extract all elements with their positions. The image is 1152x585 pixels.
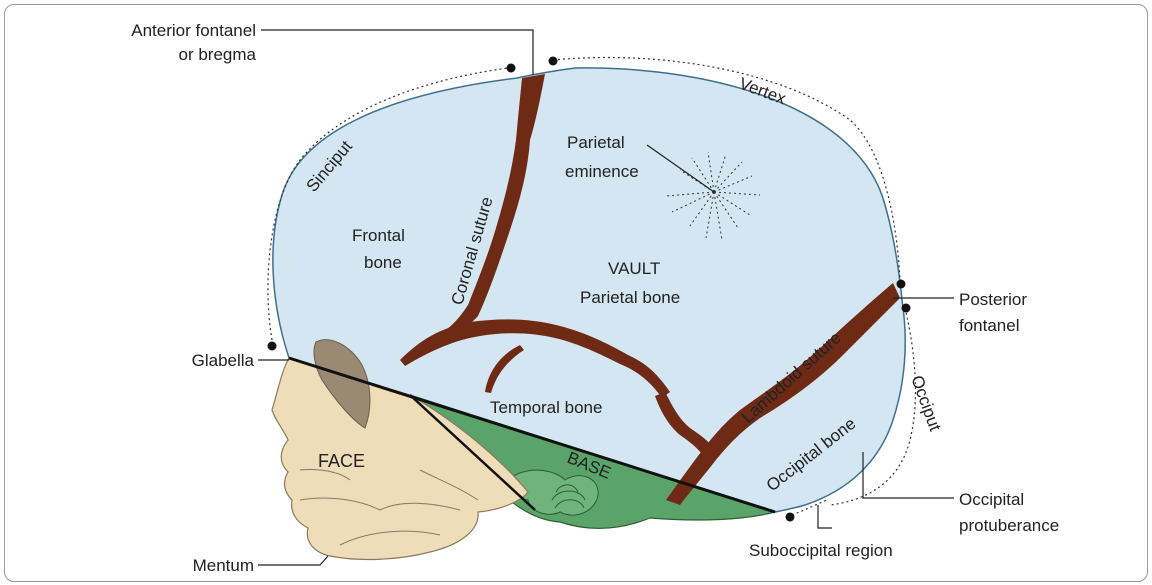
anterior-fontanel-label: Anterior fontanel	[131, 21, 256, 40]
suboccipital-leader	[818, 505, 832, 528]
occipital-protuberance-label: Occipital	[959, 490, 1024, 509]
occipital-protuberance-label-2: protuberance	[959, 516, 1059, 535]
parietal-bone-label: Parietal bone	[580, 288, 680, 307]
frontal-bone-label: Frontal	[352, 226, 405, 245]
frontal-bone-label-2: bone	[364, 253, 402, 272]
mentum-label: Mentum	[193, 556, 254, 575]
glabella-label: Glabella	[192, 351, 255, 370]
occiput-dot	[902, 304, 911, 313]
parietal-eminence-label-2: eminence	[565, 162, 639, 181]
anterior-fontanel-label-2: or bregma	[179, 45, 257, 64]
mentum-leader	[258, 556, 328, 565]
occipital-protuberance-leader	[863, 452, 954, 498]
vertex-dot	[549, 57, 558, 66]
temporal-bone-label: Temporal bone	[490, 398, 602, 417]
occiput-label: Occiput	[907, 373, 945, 434]
parietal-eminence-label: Parietal	[567, 133, 625, 152]
bregma-dot	[507, 64, 516, 73]
posterior-fontanel-dot	[897, 280, 906, 289]
vault-label: VAULT	[608, 259, 660, 278]
suboccipital-region-label: Suboccipital region	[749, 541, 893, 560]
anterior-fontanel-leader	[261, 30, 533, 75]
suboccipital-dot	[786, 513, 795, 522]
sinciput-dot	[268, 342, 277, 351]
face-label: FACE	[318, 451, 365, 471]
posterior-fontanel-label-2: fontanel	[959, 316, 1020, 335]
posterior-fontanel-label: Posterior	[959, 290, 1027, 309]
